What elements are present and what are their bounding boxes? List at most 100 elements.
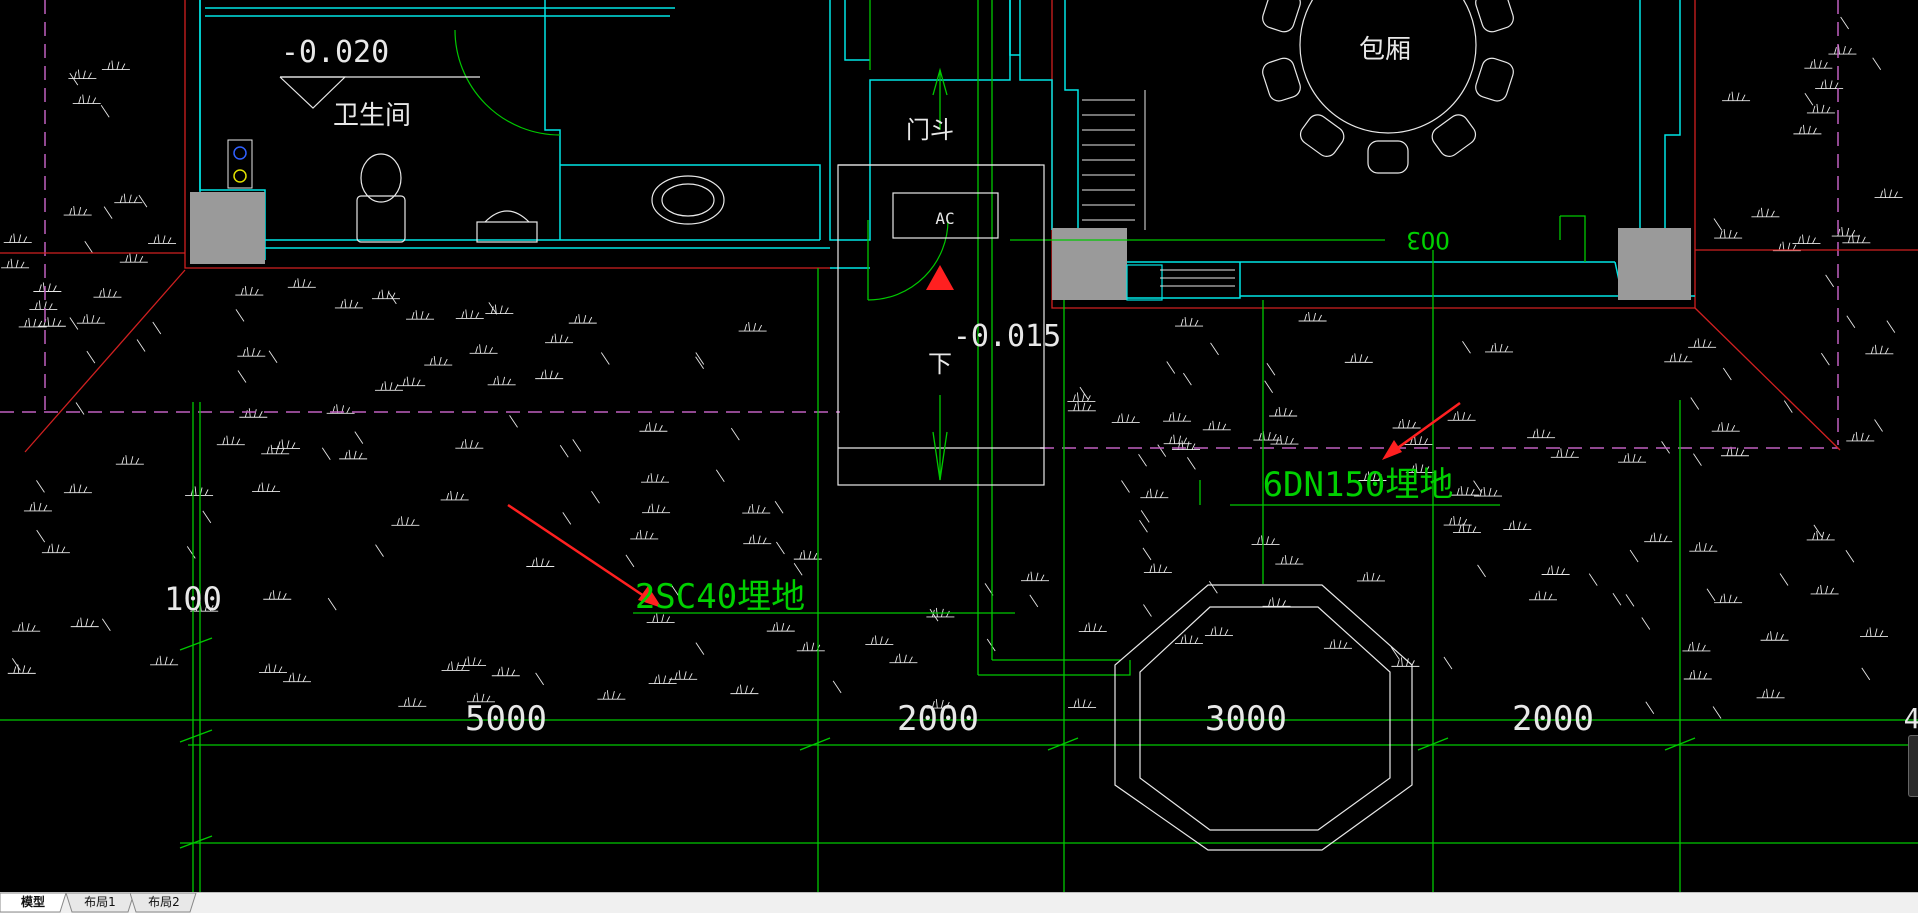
chair: [1262, 0, 1301, 33]
hatch-mark: [1689, 542, 1718, 552]
hatch-mark: [1298, 311, 1327, 322]
hatch-mark: [641, 473, 670, 483]
hatch-mark: [526, 557, 555, 567]
sc40-pipe-label: 2SC40埋地: [635, 577, 805, 617]
hatch-mark: [1163, 434, 1192, 445]
chair: [1262, 57, 1301, 102]
hatch-mark: [639, 422, 668, 432]
hatch-mark: [1358, 471, 1387, 481]
hatch-mark: [1874, 419, 1883, 432]
hatch-mark: [1157, 444, 1167, 457]
hatch-mark: [119, 253, 148, 263]
hatch-mark: [1143, 563, 1172, 574]
hatch-mark: [1828, 45, 1857, 55]
hatch-mark: [730, 427, 740, 441]
hatch-mark: [138, 194, 148, 208]
hatch-mark: [1404, 435, 1433, 445]
hatch-mark: [1262, 597, 1291, 607]
hatch-mark: [1174, 634, 1203, 645]
hatch-mark: [1722, 91, 1751, 102]
hatch-mark: [793, 563, 803, 576]
hatch-mark: [186, 546, 196, 559]
hatch-mark: [63, 483, 92, 494]
hatch-mark: [1477, 564, 1486, 578]
hatch-mark: [1275, 554, 1304, 565]
dimension-label: 3000: [1205, 699, 1287, 739]
hatch-mark: [1266, 362, 1276, 376]
hatch-mark: [1474, 486, 1502, 497]
hatch-mark: [239, 408, 268, 418]
hatch-mark: [743, 534, 772, 545]
navigation-bar-handle[interactable]: [1908, 735, 1918, 797]
hatch-mark: [559, 444, 569, 458]
hatch-mark: [774, 500, 784, 514]
hatch-mark: [1390, 646, 1400, 660]
layout-tab-bar: 模型 布局1 布局2: [0, 892, 1918, 913]
hatch-mark: [190, 602, 219, 612]
hatch-mark: [440, 490, 469, 501]
hatch-mark: [29, 300, 58, 310]
hatch-mark: [1720, 446, 1749, 457]
tab-model[interactable]: 模型: [0, 893, 67, 913]
hatch-mark: [458, 656, 487, 666]
hatch-mark: [469, 344, 498, 354]
hatch-mark: [1618, 453, 1647, 463]
hatch-mark: [334, 298, 363, 309]
hatch-mark: [1392, 418, 1421, 429]
hatch-mark: [1210, 342, 1219, 356]
hatch-mark: [150, 655, 179, 666]
hatch-mark: [1451, 486, 1480, 496]
elevation-marker: [279, 76, 480, 109]
drawing-viewport[interactable]: -0.020 卫生间 包厢 门斗 AC -0.015 下 OO3 2SC40埋地…: [0, 0, 1918, 892]
hatch-mark: [424, 356, 453, 366]
hatch-mark: [41, 543, 70, 554]
hatch-mark: [1629, 549, 1639, 563]
fixtures: [356, 0, 1477, 851]
tab-label: 布局1: [84, 895, 116, 909]
hatch-mark: [1067, 392, 1096, 402]
dining-chairs: [1262, 0, 1514, 174]
hatch-mark: [1756, 688, 1785, 699]
hatch-mark: [1068, 698, 1097, 708]
hatch-mark: [1792, 234, 1821, 245]
tab-shape-icon: [130, 893, 197, 913]
hatch-mark: [1711, 422, 1740, 432]
hatch-mark: [1813, 524, 1823, 538]
hatch-mark: [76, 314, 105, 324]
hatch-mark: [1688, 338, 1717, 348]
hatch-mark: [1443, 656, 1453, 670]
door-label: 门斗: [906, 116, 954, 144]
hatch-mark: [1682, 641, 1711, 652]
hatch-mark: [1503, 520, 1532, 531]
hatch-mark: [1067, 401, 1096, 412]
hatch-mark: [562, 512, 572, 525]
entry-elevation-label: -0.015: [953, 319, 1061, 354]
tab-layout2[interactable]: 布局2: [130, 893, 198, 913]
hatch-mark: [1810, 584, 1839, 595]
hatch-mark: [1714, 593, 1743, 604]
hatch-mark: [100, 104, 110, 118]
hatch-mark: [1641, 617, 1651, 630]
chair: [1475, 0, 1514, 33]
hatch-mark: [1121, 480, 1130, 493]
hatch-mark: [1588, 573, 1598, 586]
hatch-mark: [738, 322, 767, 332]
hatch-mark: [929, 608, 939, 622]
tab-layout1[interactable]: 布局1: [66, 893, 135, 913]
hatch-mark: [1485, 342, 1514, 353]
private-room-label: 包厢: [1359, 35, 1411, 65]
hatch-mark: [572, 439, 582, 452]
hatch-mark: [37, 317, 66, 327]
hatch-mark: [865, 635, 894, 645]
hatch-mark: [1550, 448, 1579, 458]
hatch-mark: [282, 672, 311, 683]
hatch-mark: [1845, 550, 1855, 563]
hatch-mark: [1405, 463, 1434, 473]
cad-drawing-canvas[interactable]: -0.020 卫生间 包厢 门斗 AC -0.015 下 OO3 2SC40埋地…: [0, 0, 1918, 892]
dn150-pipe-label: 6DN150埋地: [1263, 465, 1454, 505]
hatch-mark: [646, 613, 675, 623]
hatch-mark: [1452, 523, 1481, 534]
hatch-mark: [202, 510, 212, 524]
hatch-mark: [261, 444, 290, 455]
hatch-mark: [742, 504, 771, 514]
